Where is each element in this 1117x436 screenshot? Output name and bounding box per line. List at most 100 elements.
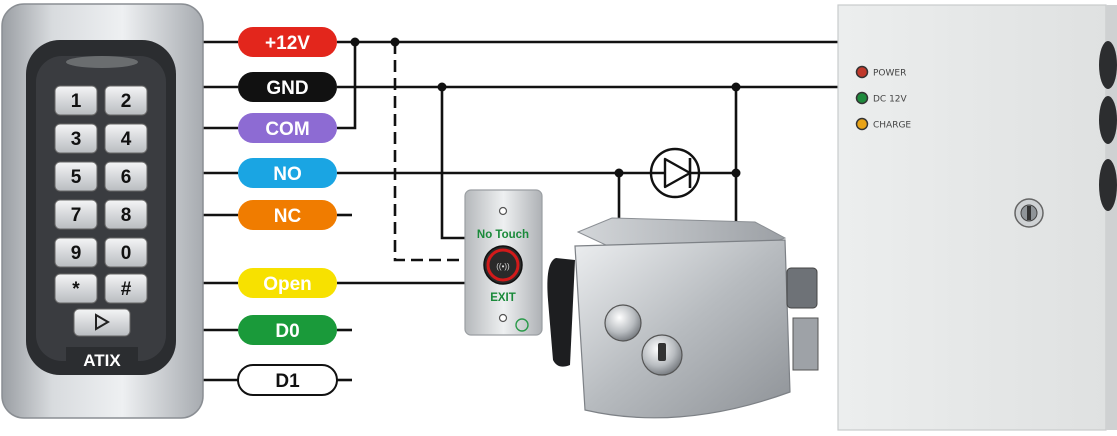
bell-icon xyxy=(95,313,110,331)
terminal-pill-bg xyxy=(237,364,338,396)
brand-logo-icon xyxy=(515,318,529,332)
terminal-pill-bg xyxy=(238,72,337,102)
terminal-open-label: Open xyxy=(238,268,337,298)
exit-top-text: No Touch xyxy=(477,229,529,241)
psu-knockout-hole xyxy=(1099,159,1117,211)
exit-bottom-text: EXIT xyxy=(490,292,516,304)
terminal-pill-text: D1 xyxy=(275,371,300,392)
terminal-pill-bg xyxy=(238,158,337,188)
terminal-pill-text: D0 xyxy=(275,321,299,342)
keypad-key: 3 xyxy=(54,123,98,154)
lock-front xyxy=(574,239,791,419)
diode-icon xyxy=(649,147,701,199)
keypad-key: 7 xyxy=(54,199,98,230)
psu-knockout-hole xyxy=(1099,41,1117,89)
keypad-key: 5 xyxy=(54,161,98,192)
terminal-pill-bg xyxy=(238,27,337,57)
keypad-key-label: 9 xyxy=(71,243,82,264)
screw-icon xyxy=(498,206,508,216)
terminal-pill-text: +12V xyxy=(265,33,310,54)
keypad-key: 1 xyxy=(54,85,98,116)
keypad-key: 4 xyxy=(104,123,148,154)
wire-com xyxy=(337,42,357,130)
exit-sensor-ring xyxy=(486,248,520,282)
led-icon xyxy=(855,91,869,105)
psu-knockout-hole xyxy=(1099,96,1117,144)
terminal-pill-bg xyxy=(238,200,337,230)
terminal-pill-bg xyxy=(238,315,337,345)
sensor-wave-icon: ((•)) xyxy=(496,262,510,271)
terminal-pill-text: GND xyxy=(266,78,308,99)
keypad-key: 9 xyxy=(54,237,98,268)
keypad-device: 1 2 3 4 5 6 7 8 9 0 * # ATIX xyxy=(1,3,204,419)
lock-side-bolt xyxy=(786,267,818,309)
psu-indicator-label: POWER xyxy=(873,69,906,79)
keypad-key: # xyxy=(104,273,148,304)
exit-button-device: No Touch ((•)) EXIT xyxy=(464,189,543,336)
terminal-pill-bg xyxy=(238,113,337,143)
led-icon xyxy=(855,65,869,79)
keypad-key-label: 5 xyxy=(71,167,82,188)
psu-side xyxy=(1106,5,1117,430)
keypad-key-label: * xyxy=(72,279,80,300)
keypad-key-label: 2 xyxy=(121,91,132,112)
electric-lock-device xyxy=(547,217,819,419)
keypad-key: 8 xyxy=(104,199,148,230)
lock-strike xyxy=(547,258,575,367)
keypad-key-label: # xyxy=(121,279,132,300)
junction-dot xyxy=(731,82,741,92)
psu-housing xyxy=(837,4,1107,431)
keypad-key-label: 7 xyxy=(71,205,82,226)
keypad-key: 6 xyxy=(104,161,148,192)
terminal-pill-text: Open xyxy=(263,274,312,295)
terminal-com-label: COM xyxy=(238,113,337,143)
keyhole-icon xyxy=(658,343,666,361)
psu-indicator-label: DC 12V xyxy=(873,95,908,105)
wires xyxy=(203,40,838,382)
terminal-12v-label: +12V xyxy=(238,27,337,57)
psu-indicator: POWER xyxy=(855,65,906,79)
keypad-key-label: 0 xyxy=(121,243,132,264)
terminal-pill-text: COM xyxy=(265,119,309,140)
keypad-brand-plate xyxy=(66,347,138,371)
terminal-no-label: NO xyxy=(238,158,337,188)
led-icon xyxy=(855,117,869,131)
keypad-bell-key xyxy=(73,308,131,337)
terminal-d1-label: D1 xyxy=(237,364,338,396)
keypad-key-label: 3 xyxy=(71,129,82,150)
psu-keyhole-icon xyxy=(1027,206,1031,220)
wire-exit-12v-dashed xyxy=(393,42,482,262)
junctions xyxy=(350,37,741,178)
keypad-led xyxy=(66,56,138,68)
keypad-key-label: 1 xyxy=(71,91,82,112)
junction-dot xyxy=(350,37,360,47)
keypad-key: * xyxy=(54,273,98,304)
terminal-pill-text: NC xyxy=(274,206,302,227)
psu-indicator: DC 12V xyxy=(855,91,908,105)
terminal-pill-text: NO xyxy=(273,164,302,185)
psu-indicators: POWER DC 12V CHARGE xyxy=(855,65,911,131)
junction-dot xyxy=(731,168,741,178)
lock-knob xyxy=(604,304,642,342)
junction-dot xyxy=(390,37,400,47)
lock-latch xyxy=(792,317,819,371)
psu-indicator: CHARGE xyxy=(855,117,911,131)
keypad-key-label: 6 xyxy=(121,167,132,188)
terminal-nc-label: NC xyxy=(238,200,337,230)
psu-indicator-label: CHARGE xyxy=(873,121,911,131)
keypad-key: 0 xyxy=(104,237,148,268)
screw-icon xyxy=(498,313,508,323)
terminal-pill-bg xyxy=(238,268,337,298)
exit-sensor xyxy=(483,245,523,285)
terminal-d0-label: D0 xyxy=(238,315,337,345)
junction-dot xyxy=(614,168,624,178)
junction-dot xyxy=(437,82,447,92)
terminal-gnd-label: GND xyxy=(238,72,337,102)
keypad-key: 2 xyxy=(104,85,148,116)
keypad-keys: 1 2 3 4 5 6 7 8 9 0 * # xyxy=(54,85,148,304)
keypad-brand: ATIX xyxy=(83,351,121,370)
power-supply-device: POWER DC 12V CHARGE xyxy=(837,4,1117,431)
keypad-key-label: 8 xyxy=(121,205,132,226)
